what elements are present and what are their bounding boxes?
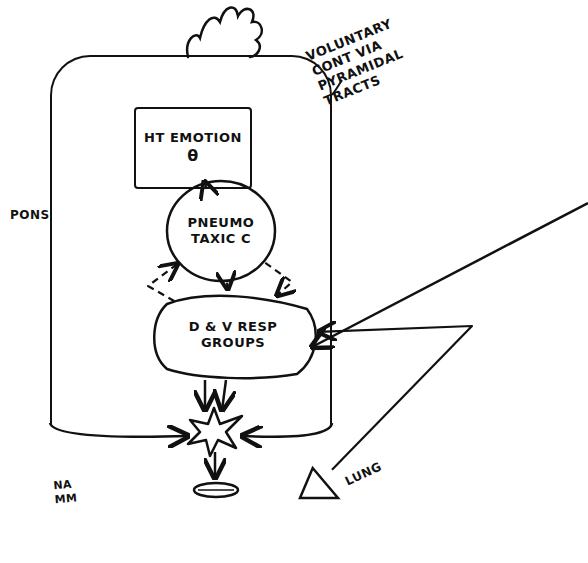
node-outline-shape [167, 181, 275, 281]
left-tract-line [50, 423, 188, 437]
node-text: HT EMOTION [144, 130, 242, 146]
pons-outline: PONSHT EMOTIONθPNEUMO TAXIC CD & V RESP … [50, 55, 332, 425]
note-text: VOLUNTARY CONT VIA PYRAMIDAL TRACTS [304, 11, 425, 110]
resp-to-neuron-line [204, 380, 207, 410]
connector-arrow [148, 264, 178, 302]
resp-groups-blob: D & V RESP GROUPS [147, 289, 319, 381]
connector-arrow [265, 263, 292, 296]
right-tract-line [242, 423, 332, 437]
connector-arrow [226, 283, 229, 289]
node-outline [298, 466, 340, 500]
node-text: D & V RESP GROUPS [178, 319, 288, 351]
text-holder: D & V RESP GROUPS [147, 289, 319, 381]
lung-symbol: LUNG [298, 466, 340, 500]
connector-arrow [319, 326, 472, 470]
node-text: PONS [10, 207, 50, 223]
node-text: PNEUMO TAXIC C [181, 215, 261, 247]
callout-label: NA MM [53, 477, 83, 507]
resp-to-neuron-line [222, 380, 226, 410]
muscle-symbol [198, 489, 234, 491]
brain-squiggle [187, 7, 262, 57]
node-text: LUNG [342, 459, 384, 490]
text-holder: HT EMOTIONθ [136, 109, 250, 187]
pneumotaxic-circle: PNEUMO TAXIC C [165, 179, 277, 283]
afferent-line [312, 203, 588, 347]
emotion-box: HT EMOTIONθ [134, 107, 252, 189]
node-outline-shape [154, 296, 315, 378]
motor-neuron-symbol [188, 408, 242, 456]
node-text: θ [187, 146, 199, 166]
text-holder: PNEUMO TAXIC C [165, 179, 277, 283]
neuron-to-muscle-line [214, 452, 217, 478]
node-outline-shape [300, 468, 338, 498]
muscle-symbol [194, 483, 238, 497]
